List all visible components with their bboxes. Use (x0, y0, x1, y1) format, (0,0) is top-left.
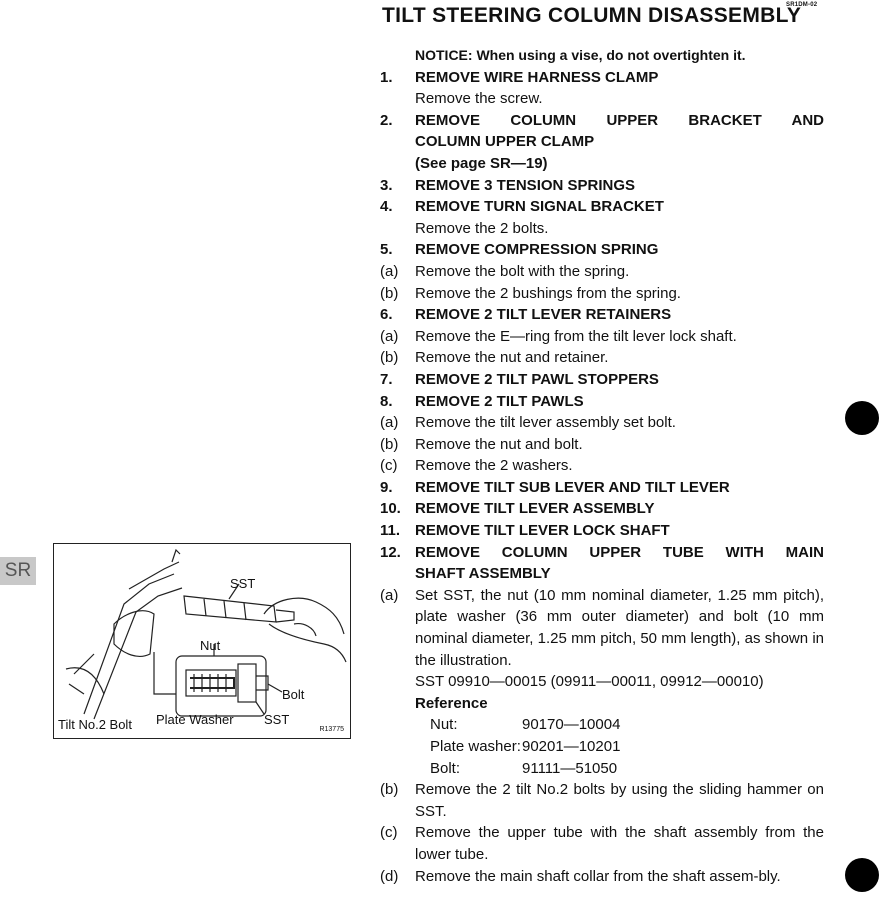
step-9: 9.REMOVE TILT SUB LEVER AND TILT LEVER (380, 478, 730, 496)
step-12: 12.REMOVE COLUMN UPPER TUBE WITH MAIN (380, 543, 824, 561)
label-sst-top: SST (230, 576, 256, 591)
step-8a: (a)Remove the tilt lever assembly set bo… (380, 414, 676, 432)
page-title: TILT STEERING COLUMN DISASSEMBLY (382, 4, 802, 27)
step-1-desc: Remove the screw. (415, 90, 543, 108)
sst-illustration: SST Nut Bolt Tilt No.2 Bolt Plate Washer… (53, 543, 351, 739)
step-4: 4.REMOVE TURN SIGNAL BRACKET (380, 198, 664, 216)
step-8c: (c)Remove the 2 washers. (380, 457, 573, 475)
reference-bolt: Bolt:91111—51050 (430, 759, 618, 777)
step-12a: (a)Set SST, the nut (10 mm nominal diame… (380, 586, 824, 669)
step-7: 7.REMOVE 2 TILT PAWL STOPPERS (380, 370, 659, 388)
reference-nut: Nut:90170—10004 (430, 716, 621, 734)
step-8b: (b)Remove the nut and bolt. (380, 435, 583, 453)
step-5: 5.REMOVE COMPRESSION SPRING (380, 241, 659, 259)
label-nut: Nut (200, 638, 221, 653)
step-5b: (b)Remove the 2 bushings from the spring… (380, 284, 681, 302)
step-1: 1.REMOVE WIRE HARNESS CLAMP (380, 68, 659, 86)
step-4-desc: Remove the 2 bolts. (415, 219, 549, 237)
steering-column-drawing (65, 548, 347, 720)
step-11: 11.REMOVE TILT LEVER LOCK SHAFT (380, 522, 670, 540)
section-tab-sr[interactable]: SR (0, 557, 36, 585)
step-5a: (a)Remove the bolt with the spring. (380, 262, 630, 280)
step-6: 6.REMOVE 2 TILT LEVER RETAINERS (380, 306, 672, 324)
step-2-desc: (See page SR—19) (415, 154, 548, 172)
procedure-text: NOTICE: When using a vise, do not overti… (380, 45, 824, 887)
step-6a: (a)Remove the E—ring from the tilt lever… (380, 327, 737, 345)
step-2-title-cont: COLUMN UPPER CLAMP (415, 133, 595, 151)
notice-text: NOTICE: When using a vise, do not overti… (415, 47, 746, 63)
step-12b: (b)Remove the 2 tilt No.2 bolts by using… (380, 781, 824, 820)
step-3: 3.REMOVE 3 TENSION SPRINGS (380, 176, 636, 194)
step-12d: (d)Remove the main shaft collar from the… (380, 867, 781, 885)
step-12c: (c)Remove the upper tube with the shaft … (380, 824, 824, 863)
step-2: 2.REMOVE COLUMN UPPER BRACKET AND (380, 111, 824, 129)
step-8: 8.REMOVE 2 TILT PAWLS (380, 392, 584, 410)
binding-hole-dot (845, 401, 879, 435)
label-bolt: Bolt (282, 687, 305, 702)
figure-code: R13775 (319, 726, 344, 733)
label-plate-washer: Plate Washer (156, 712, 234, 727)
label-tilt-no2-bolt: Tilt No.2 Bolt (58, 717, 132, 732)
step-6b: (b)Remove the nut and retainer. (380, 349, 609, 367)
step-12-title-cont: SHAFT ASSEMBLY (415, 565, 551, 583)
reference-heading: Reference (415, 694, 488, 712)
sst-number: SST 09910—00015 (09911—00011, 09912—0001… (415, 673, 764, 691)
document-code: SR1DM-02 (786, 2, 818, 8)
step-10: 10.REMOVE TILT LEVER ASSEMBLY (380, 500, 655, 518)
reference-plate-washer: Plate washer:90201—10201 (430, 738, 621, 755)
label-sst-bottom: SST (264, 712, 290, 727)
binding-hole-dot (845, 858, 879, 892)
